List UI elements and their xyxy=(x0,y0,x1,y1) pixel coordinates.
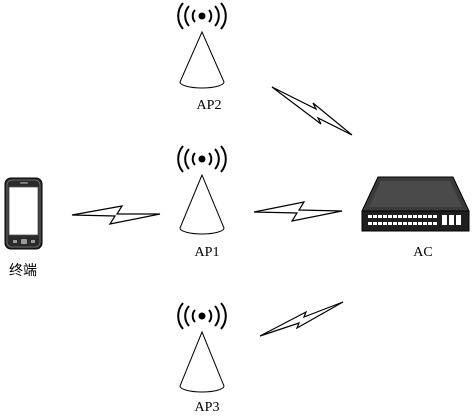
ap3-antenna-cone-icon xyxy=(179,330,225,393)
ap2-label: AP2 xyxy=(196,98,222,113)
terminal-phone-icon xyxy=(4,177,43,250)
wireless-link-terminal-ap1 xyxy=(71,205,161,225)
ap3-node xyxy=(177,302,227,393)
ap1-antenna-cone-icon xyxy=(179,173,225,235)
ap1-label: AP1 xyxy=(194,245,220,260)
ap2-node xyxy=(177,2,227,89)
wireless-link-ap3-ac xyxy=(259,301,344,337)
ap2-wifi-icon xyxy=(177,2,227,30)
ap3-wifi-icon xyxy=(177,302,227,330)
ap1-node xyxy=(177,145,227,235)
terminal-label: 终端 xyxy=(9,264,37,279)
wireless-link-ap2-ac xyxy=(271,86,353,136)
ap1-wifi-icon xyxy=(177,145,227,173)
ap2-antenna-cone-icon xyxy=(179,30,225,89)
ac-label: AC xyxy=(413,245,433,260)
ap3-label: AP3 xyxy=(194,400,220,415)
wireless-link-ap1-ac xyxy=(253,201,343,222)
ac-switch-icon xyxy=(361,176,470,232)
